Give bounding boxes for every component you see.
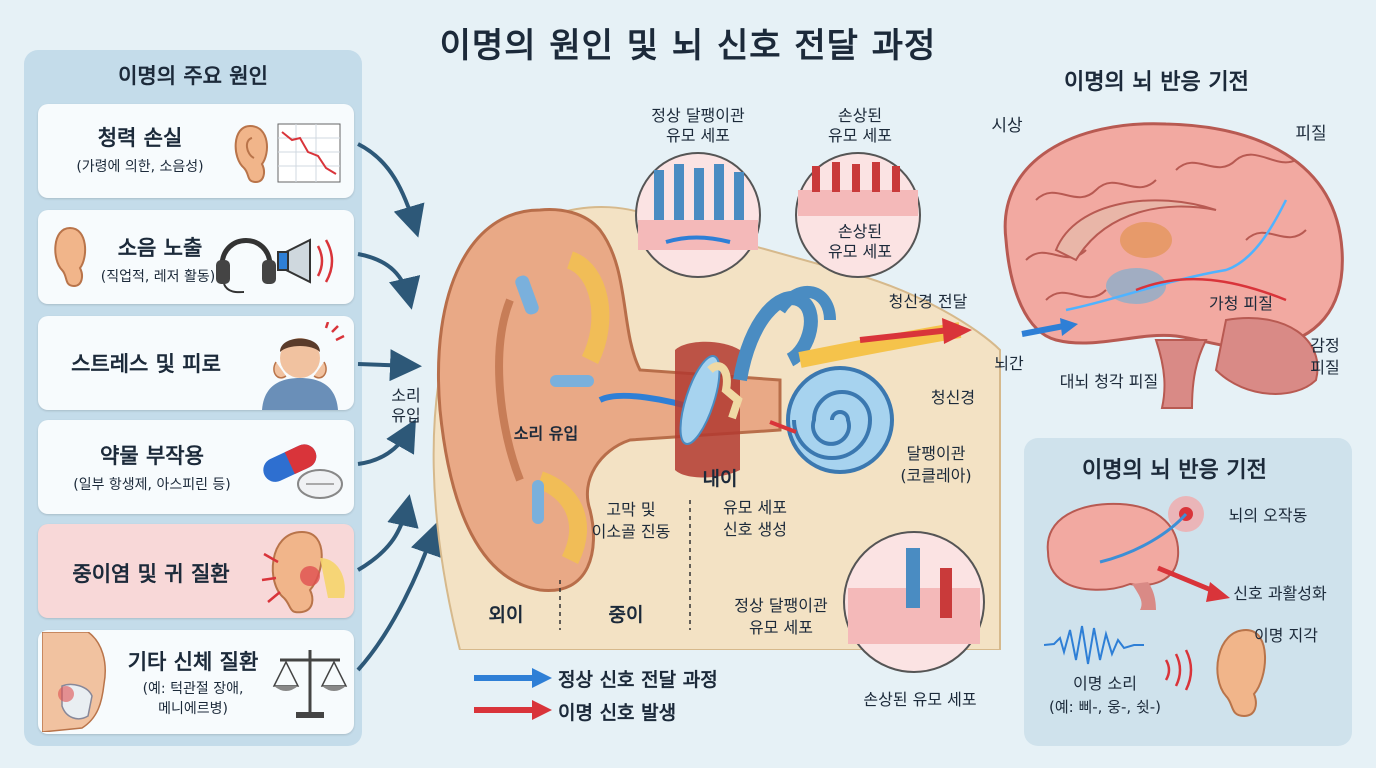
page-title: 이명의 원인 및 뇌 신호 전달 과정	[439, 26, 937, 66]
eardrum-label-2: 이소골 진동	[591, 522, 671, 541]
brain-response-panel	[1024, 438, 1352, 746]
auditory-cortex-label: 가청 피질	[1209, 294, 1273, 313]
cause-title: 청력 손실	[97, 126, 183, 150]
cause-title: 소음 노출	[117, 236, 203, 260]
bottom-hair-cells-magnifier	[843, 531, 985, 673]
malfunction-label: 뇌의 오작동	[1228, 506, 1308, 525]
brain-top-heading: 이명의 뇌 반응 기전	[1064, 70, 1249, 95]
perception-label: 이명 지각	[1254, 626, 1318, 645]
normal-cells-top-label-1: 정상 달팽이관	[651, 106, 745, 125]
perceiving-ear-icon	[1164, 628, 1266, 718]
inflamed-ear-icon	[261, 530, 345, 614]
cause-sub: (직업적, 레저 활동)	[100, 269, 216, 285]
damaged-inside-label-2: 유모 세포	[828, 242, 892, 261]
sound-in-label-2: 유입	[391, 406, 421, 425]
cerebral-auditory-label: 대뇌 청각 피질	[1059, 372, 1159, 391]
damaged-top-label-2: 유모 세포	[828, 126, 892, 145]
damaged-hair-cells-magnifier	[795, 152, 921, 278]
inner-ear-label: 내이	[702, 468, 738, 490]
ear-icon	[54, 226, 87, 288]
cause-arrows	[356, 142, 442, 672]
cause-card-hearing-loss: 청력 손실 (가령에 의한, 소음성)	[38, 104, 354, 198]
sound-wave-icon	[1044, 625, 1144, 665]
hyperactivation-label: 신호 과활성화	[1233, 584, 1327, 603]
damaged-bottom-label: 손상된 유모 세포	[863, 690, 977, 709]
brain-illustration	[1003, 122, 1344, 409]
emotional-cortex-label-2: 피질	[1310, 358, 1340, 377]
cause-sub-1: (예: 턱관절 장애,	[142, 681, 244, 697]
thalamus-label: 시상	[991, 116, 1023, 136]
ear-graph-icon	[234, 123, 341, 184]
auditory-nerve-transmit-label: 청신경 전달	[888, 292, 968, 311]
damaged-top-label-1: 손상된	[837, 106, 883, 125]
cause-sub: (가령에 의한, 소음성)	[76, 159, 204, 175]
headphones-megaphone-icon	[216, 238, 334, 294]
stressed-person-icon	[262, 322, 345, 410]
cochlea-label-2: (코클레아)	[900, 466, 972, 485]
sound-in-label-1: 소리	[391, 386, 421, 405]
brainstem-arrow	[1021, 318, 1078, 337]
cause-card-otitis: 중이염 및 귀 질환	[38, 524, 354, 618]
hair-signal-label-2: 신호 생성	[723, 520, 787, 539]
brain-bottom-heading: 이명의 뇌 반응 기전	[1082, 458, 1267, 483]
legend-arrows	[474, 668, 552, 720]
tinnitus-sound-label-1: 이명 소리	[1073, 674, 1137, 693]
auditory-nerve-label: 청신경	[930, 388, 976, 407]
jaw-face-icon	[42, 632, 106, 732]
cause-card-noise: 소음 노출 (직업적, 레저 활동)	[38, 210, 354, 304]
small-brain-icon	[1046, 496, 1230, 610]
cause-title: 약물 부작용	[100, 444, 204, 468]
cause-card-drugs: 약물 부작용 (일부 항생제, 아스피린 등)	[38, 420, 354, 514]
normal-hair-cells-magnifier	[635, 152, 761, 278]
causes-heading: 이명의 주요 원인	[118, 64, 268, 88]
legend-tinnitus-label: 이명 신호 발생	[558, 702, 677, 724]
cause-title: 스트레스 및 피로	[71, 352, 221, 376]
brainstem-label: 뇌간	[994, 354, 1024, 373]
normal-cells-top-label-2: 유모 세포	[666, 126, 730, 145]
cause-title: 중이염 및 귀 질환	[72, 562, 230, 586]
scale-icon	[272, 650, 348, 718]
cause-card-stress: 스트레스 및 피로	[38, 316, 354, 410]
legend-normal-label: 정상 신호 전달 과정	[558, 669, 718, 691]
tinnitus-sound-label-2: (예: 삐-, 웅-, 쉿-)	[1048, 698, 1162, 716]
cause-title: 기타 신체 질환	[127, 650, 259, 674]
emotional-cortex-label-1: 감정	[1310, 336, 1340, 355]
hair-signal-label-1: 유모 세포	[723, 498, 787, 517]
cortex-label: 피질	[1295, 124, 1327, 144]
eardrum-label-1: 고막 및	[606, 500, 656, 519]
cochlea-label-1: 달팽이관	[906, 444, 966, 463]
middle-ear-label: 중이	[608, 604, 644, 626]
cause-sub-2: 메니에르병)	[158, 701, 228, 717]
sound-in-inner-label: 소리 유입	[513, 424, 579, 443]
damaged-inside-label-1: 손상된	[837, 222, 883, 241]
ear-anatomy-illustration	[432, 206, 1001, 650]
normal-cells-bottom-label-2: 유모 세포	[749, 618, 813, 637]
normal-cells-bottom-label-1: 정상 달팽이관	[734, 596, 828, 615]
outer-ear-label: 외이	[488, 604, 524, 626]
cause-card-other: 기타 신체 질환 (예: 턱관절 장애, 메니에르병)	[38, 630, 354, 734]
cause-sub: (일부 항생제, 아스피린 등)	[73, 477, 231, 493]
pills-icon	[263, 444, 343, 499]
